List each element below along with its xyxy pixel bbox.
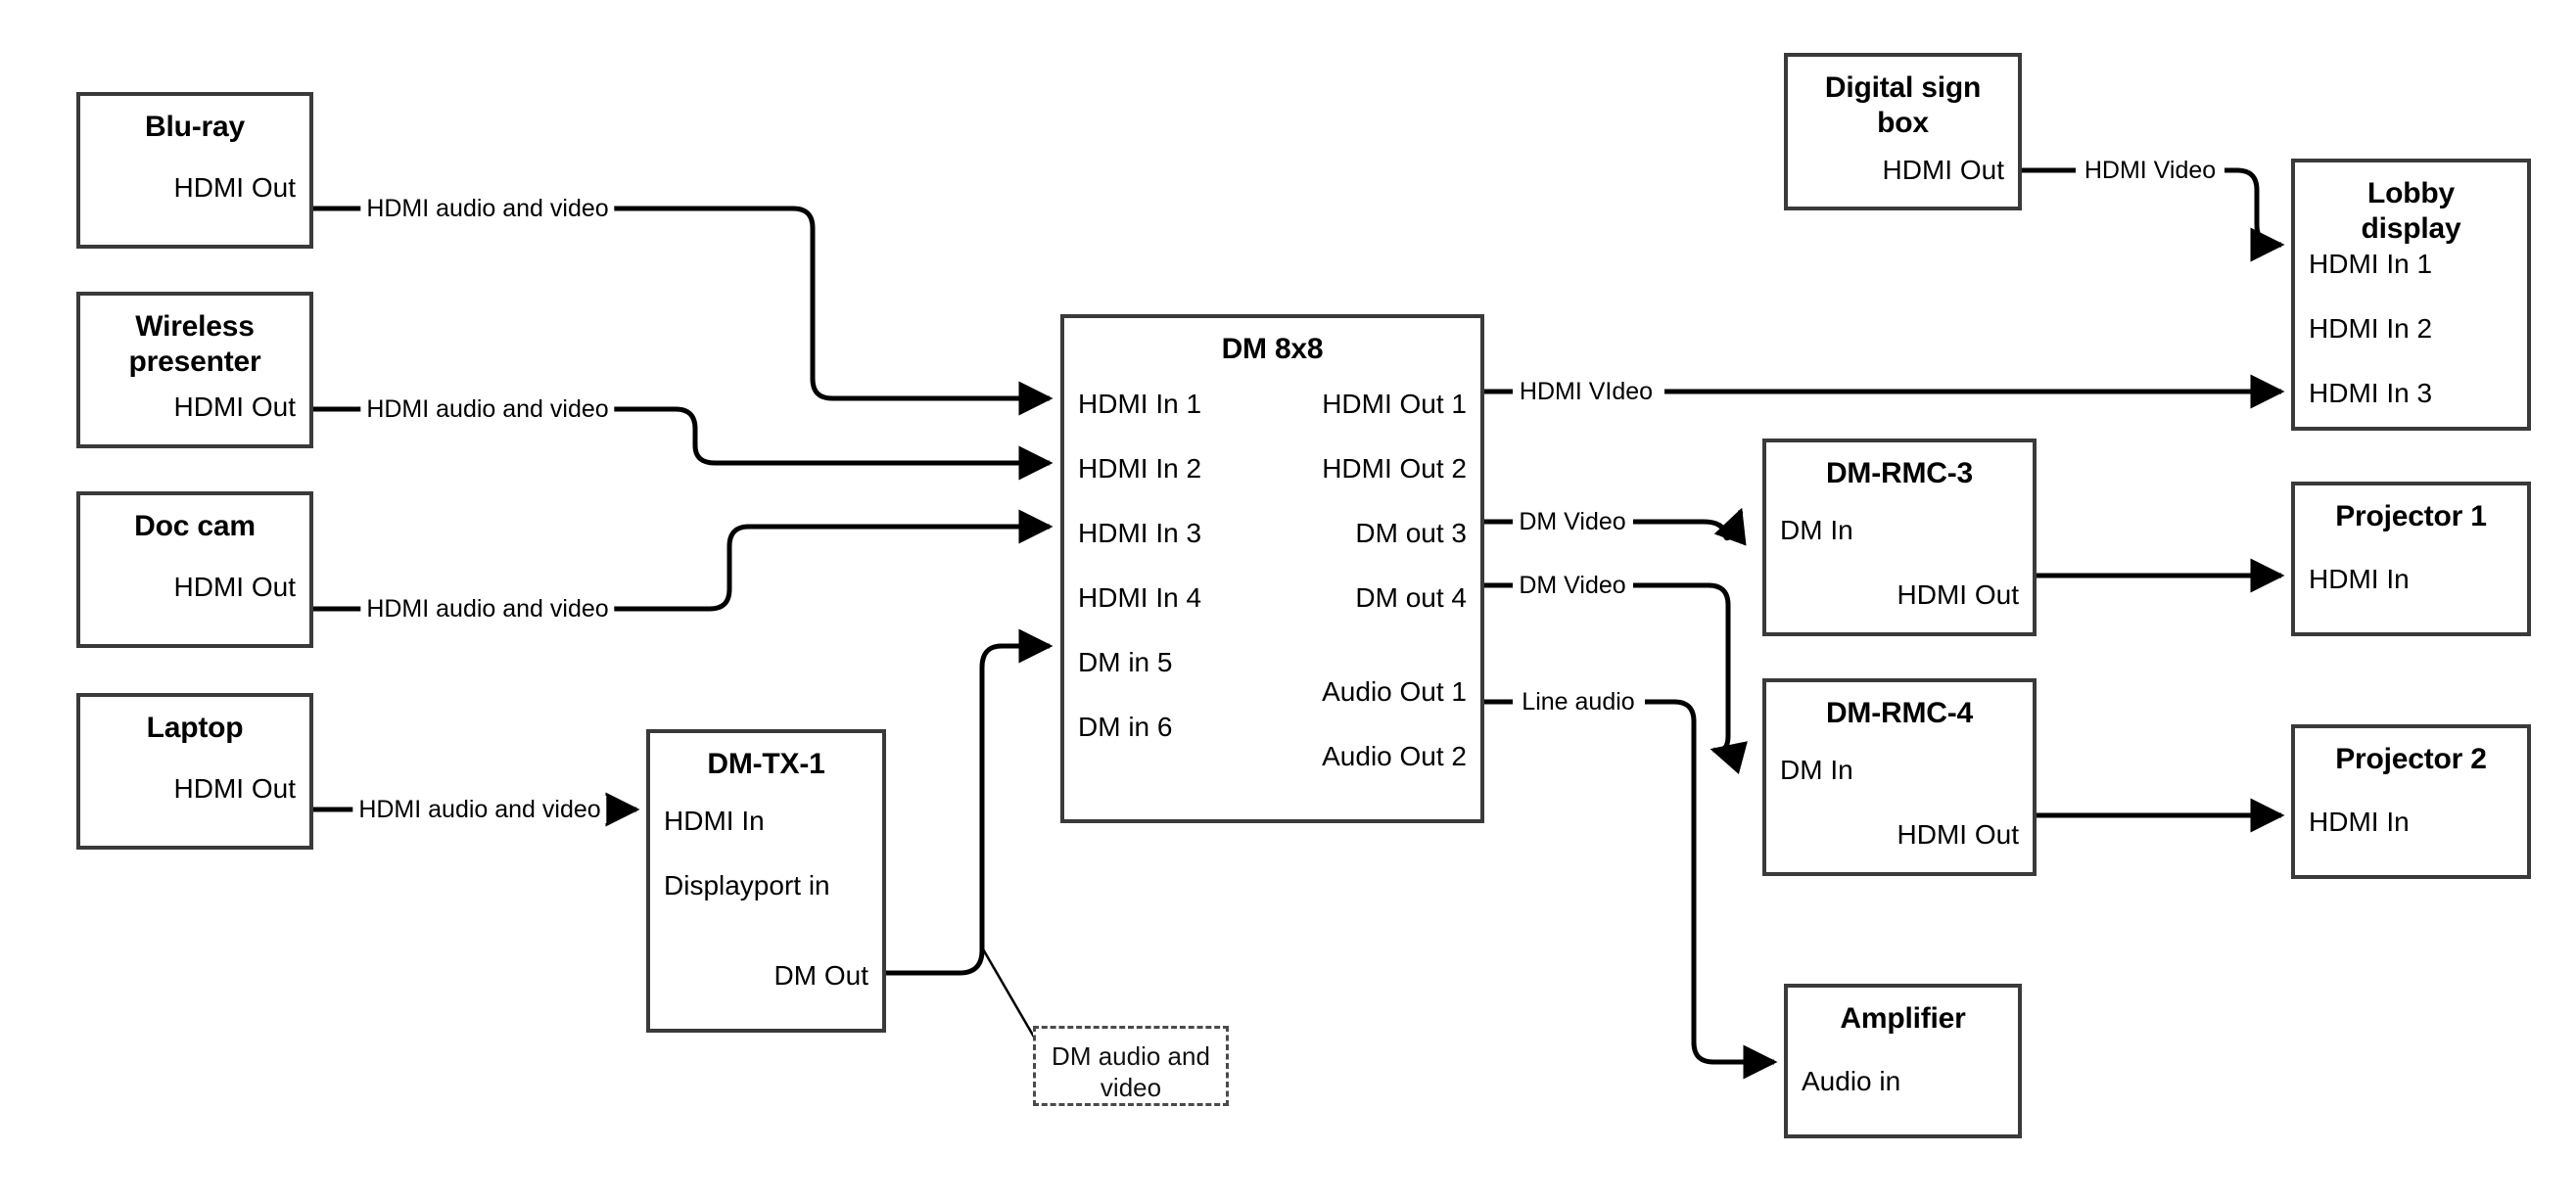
node-title-projector-2: Projector 2 [2335, 743, 2487, 775]
wire-label-audioout1-to-amp: Line audio [1516, 688, 1641, 716]
node-title-laptop: Laptop [146, 712, 244, 744]
node-title-dm-tx-1: DM-TX-1 [707, 748, 825, 780]
port-amplifier-audio-in: Audio in [1802, 1066, 1901, 1096]
wire-label-signbox-to-lobby: HDMI Video [2078, 157, 2223, 184]
port-dm-8x8-hdmi-in-1: HDMI In 1 [1078, 389, 1202, 419]
port-dm-8x8-audio-out-1: Audio Out 1 [1322, 676, 1467, 707]
port-dm-8x8-dm-out-3: DM out 3 [1355, 518, 1467, 548]
port-dm-8x8-hdmi-out-2: HDMI Out 2 [1322, 453, 1467, 484]
port-projector-1-hdmi-in: HDMI In [2309, 564, 2410, 594]
wire-label-dmout3-to-rmc3: DM Video [1513, 508, 1632, 535]
node-title-dm-8x8: DM 8x8 [1221, 333, 1324, 365]
port-wireless-presenter-hdmi-out: HDMI Out [173, 392, 296, 422]
port-lobby-display-hdmi-in-2: HDMI In 2 [2309, 313, 2433, 344]
port-dm-8x8-hdmi-in-3: HDMI In 3 [1078, 518, 1202, 548]
node-title-doc-cam: Doc cam [134, 510, 256, 542]
node-dm-rmc-4[interactable]: DM-RMC-4 DM In HDMI Out [1762, 678, 2037, 876]
wire-label-doccam-to-dm: HDMI audio and video [360, 595, 615, 623]
wire-dm8x8-dmout3-to-dmrmc3 [1484, 511, 1741, 538]
port-lobby-display-hdmi-in-1: HDMI In 1 [2309, 249, 2433, 279]
port-dm-rmc-3-dm-in: DM In [1780, 515, 1853, 545]
port-doc-cam-hdmi-out: HDMI Out [173, 572, 296, 602]
port-dm-rmc-3-hdmi-out: HDMI Out [1897, 579, 2019, 610]
port-blu-ray-hdmi-out: HDMI Out [173, 172, 296, 203]
wire-dm8x8-audioout1-to-amplifier [1484, 699, 1774, 1062]
node-title-dm-rmc-3: DM-RMC-3 [1825, 457, 1974, 489]
port-digital-sign-box-hdmi-out: HDMI Out [1882, 155, 2004, 185]
wire-bluray-to-dm8x8-hdmi-in-1 [313, 206, 1050, 398]
port-dm-8x8-hdmi-in-4: HDMI In 4 [1078, 582, 1202, 613]
wire-label-wireless-to-dm: HDMI audio and video [360, 395, 615, 423]
node-projector-1[interactable]: Projector 1 HDMI In [2291, 482, 2531, 636]
wire-label-hdmiout1-to-lobby: HDMI VIdeo [1513, 378, 1660, 405]
node-title-amplifier: Amplifier [1840, 1002, 1966, 1035]
port-dm-tx-1-displayport-in: Displayport in [664, 870, 830, 901]
wire-dmtx1-to-dm8x8-dm-in-5 [886, 628, 1054, 976]
port-dm-tx-1-hdmi-in: HDMI In [664, 806, 765, 836]
node-title-dm-rmc-4: DM-RMC-4 [1825, 697, 1974, 729]
port-dm-8x8-dm-out-4: DM out 4 [1355, 582, 1467, 613]
port-dm-8x8-dm-in-5: DM in 5 [1078, 647, 1173, 677]
port-dm-rmc-4-dm-in: DM In [1780, 755, 1853, 785]
port-dm-tx-1-dm-out: DM Out [773, 960, 868, 991]
wire-label-laptop-to-tx: HDMI audio and video [352, 796, 607, 823]
port-projector-2-hdmi-in: HDMI In [2309, 807, 2410, 837]
port-laptop-hdmi-out: HDMI Out [173, 773, 296, 804]
port-dm-8x8-hdmi-in-2: HDMI In 2 [1078, 453, 1202, 484]
note-dm-audio-video-note: DM audio and video [1033, 1026, 1229, 1106]
node-dm-rmc-3[interactable]: DM-RMC-3 DM In HDMI Out [1762, 439, 2037, 636]
port-dm-8x8-dm-in-6: DM in 6 [1078, 712, 1173, 742]
node-title-projector-1: Projector 1 [2335, 500, 2487, 532]
note-text-dm-audio-video-note: DM audio and video [1052, 1041, 1210, 1102]
wire-label-dmout4-to-rmc4: DM Video [1513, 572, 1632, 599]
port-dm-rmc-4-hdmi-out: HDMI Out [1897, 819, 2019, 850]
node-projector-2[interactable]: Projector 2 HDMI In [2291, 724, 2531, 879]
port-lobby-display-hdmi-in-3: HDMI In 3 [2309, 378, 2433, 408]
node-title-blu-ray: Blu-ray [145, 111, 245, 143]
wire-dm8x8-dmout4-to-dmrmc4 [1484, 582, 1728, 751]
wire-label-bluray-to-dm: HDMI audio and video [360, 195, 615, 222]
port-dm-8x8-hdmi-out-1: HDMI Out 1 [1322, 389, 1467, 419]
wire-signbox-to-lobby-hdmi-in-1 [2022, 167, 2281, 245]
port-dm-8x8-audio-out-2: Audio Out 2 [1322, 741, 1467, 771]
